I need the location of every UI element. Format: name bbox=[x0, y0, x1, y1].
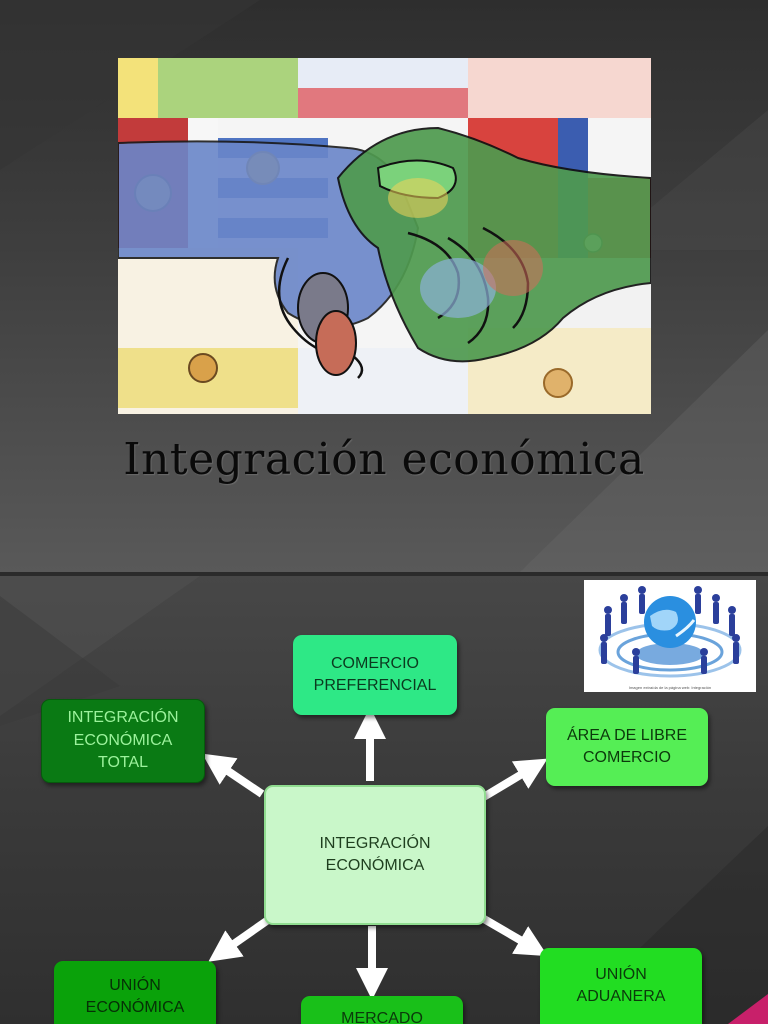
people-globe-logo: Imagen extraída de la página web: Integr… bbox=[584, 580, 756, 692]
globe-people-icon bbox=[598, 586, 742, 678]
node-label: MERCADO bbox=[341, 1010, 423, 1024]
diagram-arrows bbox=[202, 707, 548, 1000]
node-label: INTEGRACIÓN ECONÓMICA TOTAL bbox=[67, 709, 179, 772]
arrow-to-area-libre-comercio bbox=[479, 758, 548, 802]
node-comercio-preferencial: COMERCIO PREFERENCIAL bbox=[293, 635, 457, 715]
node-label: ÁREA DE LIBRE COMERCIO bbox=[566, 726, 688, 766]
diagram-center-node: INTEGRACIÓN ECONÓMICA bbox=[264, 785, 486, 925]
pink-corner-accent bbox=[728, 994, 768, 1024]
arrow-to-union-aduanera bbox=[481, 915, 548, 957]
arrow-to-union-economica bbox=[208, 916, 271, 962]
node-union-aduanera: UNIÓN ADUANERA bbox=[540, 948, 702, 1024]
node-label: UNIÓN ECONÓMICA bbox=[85, 977, 185, 1017]
slide-2: Imagen extraída de la página web: Integr… bbox=[0, 576, 768, 1024]
node-union-economica: UNIÓN ECONÓMICA bbox=[54, 961, 216, 1024]
node-area-libre-comercio: ÁREA DE LIBRE COMERCIO bbox=[546, 708, 708, 786]
handshake-flags-image bbox=[118, 58, 651, 414]
center-node-label: INTEGRACIÓN ECONÓMICA bbox=[319, 834, 431, 874]
handshake-illustration bbox=[118, 58, 651, 414]
slide-1: Integración económica bbox=[0, 0, 768, 572]
arrow-to-integracion-total bbox=[202, 753, 265, 798]
node-mercado: MERCADO bbox=[301, 996, 463, 1024]
node-integracion-economica-total: INTEGRACIÓN ECONÓMICA TOTAL bbox=[41, 699, 205, 783]
node-label: UNIÓN ADUANERA bbox=[576, 965, 666, 1005]
node-label: COMERCIO PREFERENCIAL bbox=[313, 654, 437, 694]
logo-caption: Imagen extraída de la página web: Integr… bbox=[628, 685, 712, 690]
slide-title: Integración económica bbox=[123, 434, 645, 485]
